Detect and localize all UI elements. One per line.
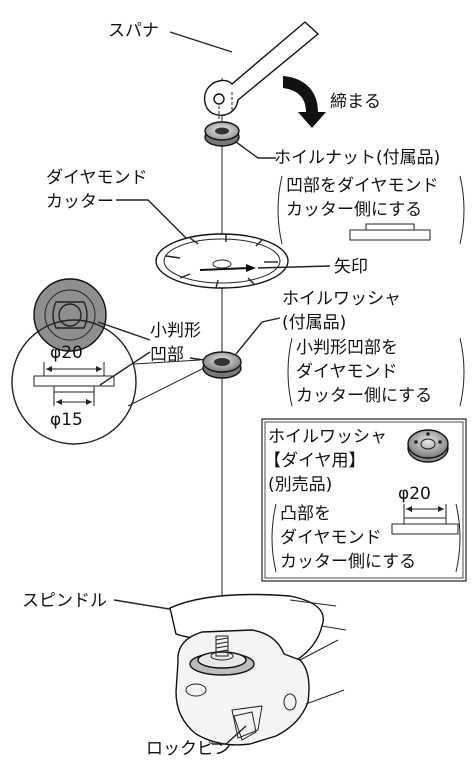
diamond-cutter-blade — [155, 233, 289, 289]
tighten-label: 締まる — [330, 92, 381, 112]
spindle-label: スピンドル — [22, 591, 107, 611]
oval-recess-label-2: 凹部 — [150, 345, 184, 365]
wheel-nut-note-1: 凹部をダイヤモンド — [286, 176, 439, 196]
diameter-15-label: φ15 — [50, 410, 83, 430]
diamond-washer-label-1: ホイルワッシャ — [268, 427, 387, 447]
wheel-nut-leader — [235, 141, 276, 159]
grinder-head — [169, 593, 347, 746]
wheel-nut-label: ホイルナット(付属品) — [274, 148, 440, 168]
wheel-nut — [204, 121, 240, 147]
diamond-washer-label-2: 【ダイヤ用】 — [264, 451, 366, 471]
spanner-leader — [169, 31, 233, 53]
diamond-washer-note-1: 凸部を — [280, 504, 331, 524]
diamond-washer-note-2: ダイヤモンド — [280, 528, 382, 548]
oval-recess-label-1: 小判形 — [150, 321, 201, 341]
wheel-nut-note-2: カッター側にする — [286, 200, 422, 220]
diamond-washer-dim-label: φ20 — [398, 484, 431, 504]
diamond-cutter-label-2: カッター — [46, 192, 114, 212]
detail-connector-2 — [127, 367, 205, 407]
spanner — [203, 21, 320, 120]
wheel-washer-note-3: カッター側にする — [296, 386, 432, 406]
washer-top-view — [33, 278, 107, 352]
arrow-mark-leader — [257, 265, 331, 269]
diamond-washer-part — [407, 429, 449, 463]
arrow-mark-label: 矢印 — [334, 257, 368, 277]
wheel-washer-leader — [235, 317, 281, 355]
wheel-washer-label-1: ホイルワッシャ — [282, 289, 401, 309]
diamond-cutter-label-1: ダイヤモンド — [46, 168, 148, 188]
wheel-nut-section-icon — [349, 223, 431, 241]
wheel-washer — [202, 351, 242, 379]
lock-pin-leader — [212, 725, 247, 745]
wheel-washer-note-1: 小判形凹部を — [296, 338, 398, 358]
oval-recess-leader-top — [97, 321, 151, 341]
wheel-washer-note-2: ダイヤモンド — [296, 362, 398, 382]
lock-pin-label: ロックピン — [146, 739, 231, 759]
tighten-arrow — [283, 76, 326, 128]
diamond-washer-note-3: カッター側にする — [280, 552, 416, 572]
spanner-label: スパナ — [108, 21, 159, 41]
diameter-20-label: φ20 — [50, 343, 83, 363]
oval-recess-leader-bottom — [99, 351, 151, 386]
diamond-washer-label-3: (別売品) — [268, 475, 332, 495]
washer-leader-to-part — [189, 357, 205, 361]
diamond-washer-section-icon — [391, 504, 459, 535]
detail-connector-1 — [133, 359, 201, 365]
diamond-cutter-leader — [116, 199, 187, 239]
wheel-washer-label-2: (付属品) — [282, 313, 346, 333]
washer-section-detail — [11, 319, 137, 445]
